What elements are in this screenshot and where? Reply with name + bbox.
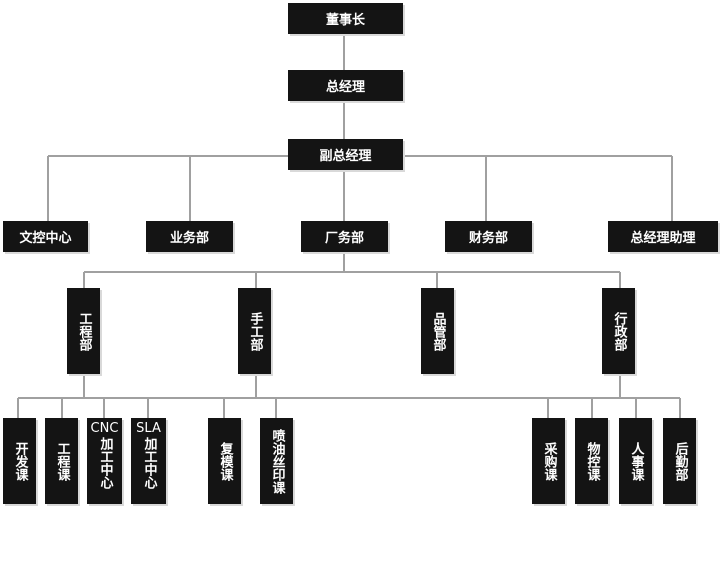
node-label: 喷油丝印课 [269,428,285,494]
node-label: 采购课 [541,441,557,481]
node-label: 工程部 [76,311,92,351]
node-label: 后勤部 [672,441,688,481]
node-vgm: 副总经理 [288,139,403,170]
node-remold: 复模课 [208,418,241,504]
node-label: 文控中心 [19,231,72,246]
node-cnc-center: CNC 加工中心 [87,418,122,504]
node-label: 厂务部 [324,231,364,246]
node-quality: 品管部 [421,288,454,374]
node-label: 行政部 [611,311,627,351]
node-label: 工程课 [54,441,70,481]
node-material: 物控课 [575,418,608,504]
node-engineering: 工程部 [67,288,100,374]
node-manual: 手工部 [238,288,271,374]
node-admin: 行政部 [602,288,635,374]
node-chairman: 董事长 [288,3,403,34]
node-label: 加工中心 [141,437,157,489]
node-label: 加工中心 [97,437,113,489]
node-label: 总经理助理 [630,231,696,246]
node-label: 品管部 [430,311,446,351]
node-label: 人事课 [628,441,644,481]
node-label: 复模课 [217,441,233,481]
node-logistics: 后勤部 [663,418,696,504]
node-eng-section: 工程课 [45,418,78,504]
node-label: 业务部 [169,231,209,246]
node-develop: 开发课 [3,418,36,504]
node-label: 开发课 [12,441,28,481]
node-label: 手工部 [247,311,263,351]
node-label: 总经理 [325,80,365,95]
node-spray: 喷油丝印课 [260,418,293,504]
node-sla-center: SLA 加工中心 [131,418,166,504]
node-factory: 厂务部 [301,221,388,252]
node-purchase: 采购课 [532,418,565,504]
node-label: 副总经理 [319,149,372,164]
node-label: 财务部 [468,231,508,246]
node-hr: 人事课 [619,418,652,504]
node-prefix: SLA [136,421,161,436]
node-finance: 财务部 [445,221,532,252]
node-label: 董事长 [325,13,365,28]
node-gm-assistant: 总经理助理 [608,221,718,252]
node-prefix: CNC [90,421,119,436]
node-gm: 总经理 [288,70,403,101]
node-label: 物控课 [584,441,600,481]
node-business: 业务部 [146,221,233,252]
node-doc-control: 文控中心 [3,221,88,252]
